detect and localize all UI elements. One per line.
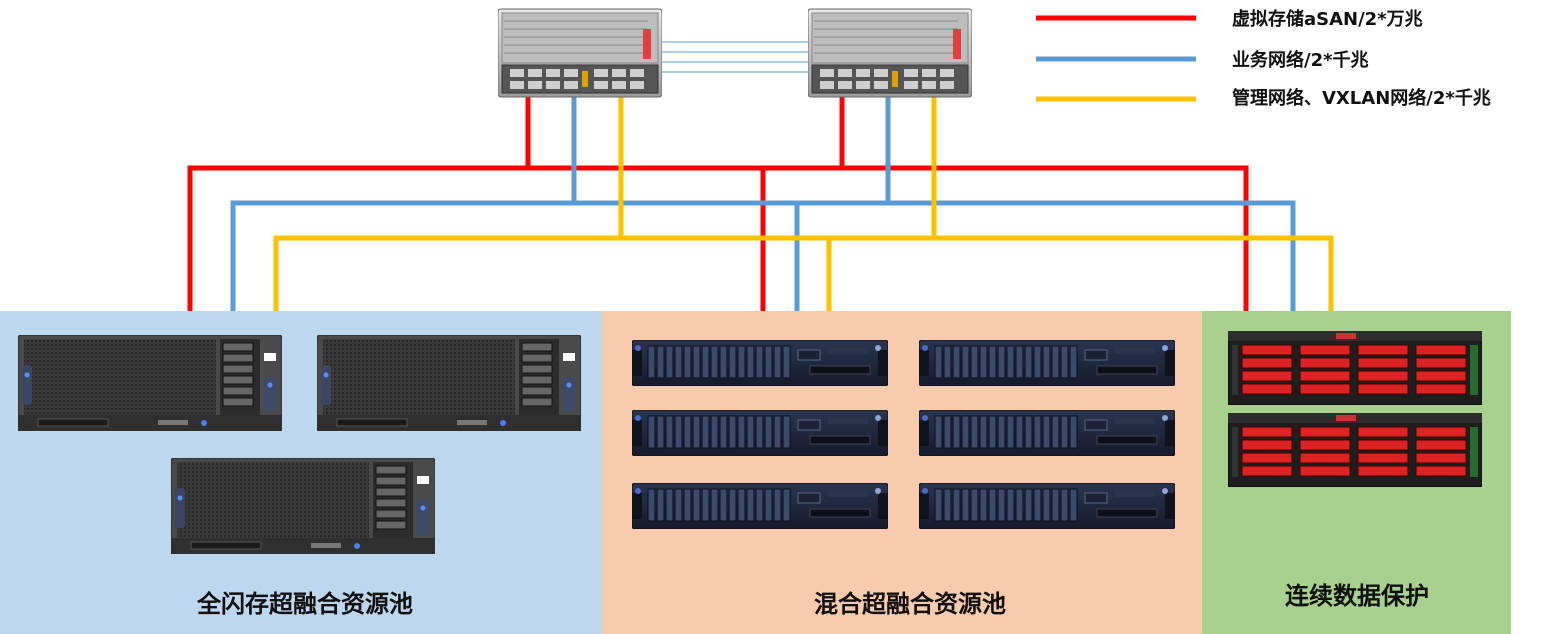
ibm-4u-server-icon (317, 335, 581, 431)
ibm-4u-server-icon (18, 335, 282, 431)
hybrid-zone-label: 混合超融合资源池 (814, 590, 1006, 618)
legend-label-management: 管理网络、VXLAN网络/2*千兆 (1232, 87, 1491, 109)
inter-switch-links (662, 41, 808, 73)
cdp-zone-label: 连续数据保护 (1285, 582, 1429, 610)
management-network-lines (273, 97, 1334, 311)
ibm-4u-server-icon (171, 458, 435, 554)
chassis-switch-icon (498, 8, 662, 98)
legend-label-storage: 虚拟存储aSAN/2*万兆 (1232, 8, 1423, 30)
connection-lines (187, 41, 1334, 311)
rack-2u-server-icon (919, 340, 1175, 386)
all-flash-zone-label: 全闪存超融合资源池 (196, 590, 413, 618)
core-switches (498, 8, 972, 98)
legend: 虚拟存储aSAN/2*万兆 业务网络/2*千兆 管理网络、VXLAN网络/2*千… (1036, 8, 1491, 109)
rack-2u-server-icon (632, 410, 888, 456)
rack-2u-server-icon (919, 410, 1175, 456)
rack-2u-server-icon (919, 483, 1175, 529)
storage-array-icon (1228, 413, 1482, 487)
storage-array-icon (1228, 331, 1482, 405)
legend-label-business: 业务网络/2*千兆 (1232, 49, 1369, 71)
rack-2u-server-icon (632, 340, 888, 386)
chassis-switch-icon (808, 8, 972, 98)
rack-2u-server-icon (632, 483, 888, 529)
business-network-lines (230, 97, 1296, 311)
